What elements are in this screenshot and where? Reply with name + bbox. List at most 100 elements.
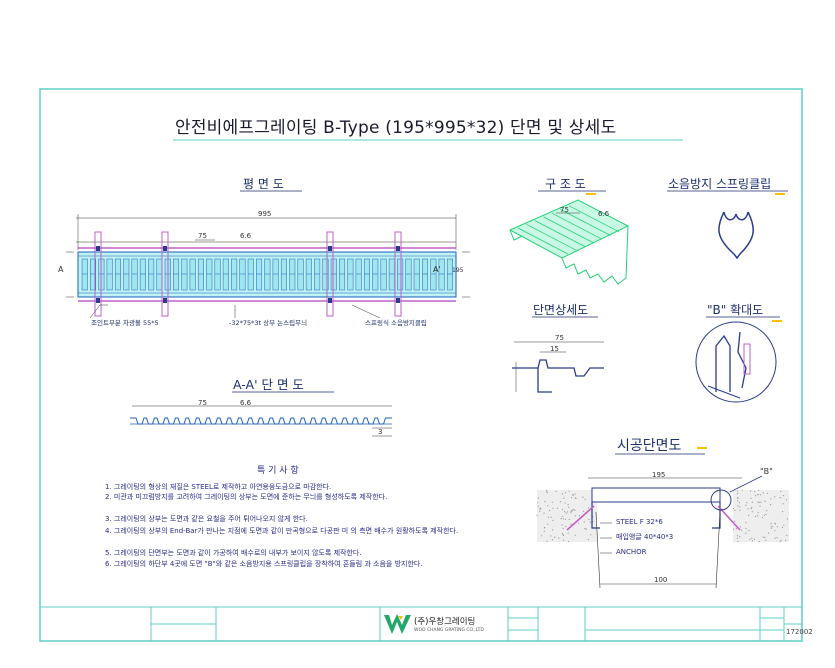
stipple-dot <box>766 492 769 494</box>
stipple-dot <box>570 496 573 499</box>
stipple-dot <box>554 536 556 538</box>
stipple-dot <box>745 522 747 524</box>
structure-bar <box>543 216 594 244</box>
section-underlines <box>232 190 788 455</box>
stipple-dot <box>756 515 759 517</box>
stipple-dot <box>565 492 567 494</box>
stipple-dot <box>739 526 742 528</box>
grating-slot <box>272 258 279 291</box>
stipple-dot <box>774 522 776 524</box>
stipple-dot <box>584 498 586 500</box>
section-structure-heading: 구 조 도 <box>545 177 586 191</box>
section-detail-view <box>512 341 604 393</box>
stipple-dot <box>754 515 757 518</box>
grating-slot <box>222 258 229 291</box>
stipple-dot <box>550 535 552 537</box>
stipple-dot <box>774 496 776 498</box>
stipple-dot <box>765 513 767 516</box>
stipple-dot <box>552 529 554 531</box>
stipple-dot <box>561 524 563 526</box>
note-item-1: 1. 그레이팅의 형상의 재질은 STEEL로 제작하고 아연용융도금으로 마감… <box>105 483 332 491</box>
stipple-dot <box>758 501 761 503</box>
stipple-dot <box>571 510 573 512</box>
stipple-dot <box>574 515 577 517</box>
grating-slot <box>131 258 138 291</box>
stipple-dot <box>561 533 564 535</box>
ground-stipple <box>536 489 789 543</box>
grating-slot <box>231 258 238 291</box>
stipple-dot <box>781 526 784 529</box>
stipple-dot <box>737 497 739 500</box>
stipple-dot <box>732 528 735 530</box>
plan-view <box>66 214 470 319</box>
stipple-dot <box>782 511 784 513</box>
grating-slot <box>181 258 188 291</box>
grating-slot <box>388 258 395 291</box>
grating-slot <box>355 258 362 291</box>
stipple-dot <box>583 521 585 523</box>
stipple-dot <box>732 508 735 510</box>
stipple-dot <box>757 493 759 496</box>
stipple-dot <box>562 515 564 517</box>
structure-bars <box>517 205 620 255</box>
grating-slot <box>264 258 271 291</box>
stipple-dot <box>741 489 743 491</box>
stipple-dot <box>764 536 766 539</box>
note-item-5: 5. 그레이팅의 단면부는 도면과 같이 가공하여 배수로의 내부가 보이지 않… <box>105 549 362 557</box>
stipple-dot <box>736 537 739 539</box>
stipple-dot <box>570 512 572 514</box>
stipple-dot <box>574 534 576 536</box>
stipple-dot <box>738 502 741 504</box>
stipple-dot <box>739 509 741 511</box>
section-install-heading: 시공단면도 <box>617 438 682 454</box>
clip-head <box>328 246 332 251</box>
stipple-dot <box>776 537 778 539</box>
stipple-dot <box>748 530 750 532</box>
stipple-dot <box>751 540 754 542</box>
stipple-dot <box>546 540 548 542</box>
stipple-dot <box>556 507 559 509</box>
stipple-dot <box>584 528 586 530</box>
struct-dim-pitch: 75 <box>560 206 569 214</box>
stipple-dot <box>757 501 759 503</box>
stipple-dot <box>587 507 590 509</box>
grating-slot <box>114 258 121 291</box>
grating-slot <box>197 258 204 291</box>
drawing-number: 172002 <box>786 628 813 636</box>
dim-pitch: 75 <box>198 232 207 240</box>
section-clip-heading: 소음방지 스프링클립 <box>668 177 772 191</box>
stipple-dot <box>540 535 543 537</box>
stipple-dot <box>570 523 572 526</box>
grating-slot <box>380 258 387 291</box>
stipple-dot <box>543 512 545 514</box>
stipple-dot <box>561 509 564 511</box>
stipple-dot <box>559 501 562 503</box>
stipple-dot <box>745 527 747 530</box>
stipple-dot <box>561 493 564 495</box>
grating-slot <box>305 258 312 291</box>
stipple-dot <box>770 523 772 525</box>
dim-gap: 6.6 <box>240 232 252 240</box>
structure-view <box>508 199 630 285</box>
stipple-dot <box>779 541 781 543</box>
stipple-dot <box>734 520 736 522</box>
stipple-dot <box>585 528 587 530</box>
stipple-dot <box>763 514 766 516</box>
title-block <box>40 606 802 641</box>
stipple-dot <box>539 510 541 512</box>
dim-length: 995 <box>258 210 272 218</box>
stipple-dot <box>762 536 764 538</box>
stipple-dot <box>582 496 584 498</box>
stipple-dot <box>562 534 564 536</box>
stipple-dot <box>573 508 575 510</box>
stipple-dot <box>546 491 548 493</box>
grating-slots <box>81 258 453 291</box>
stipple-dot <box>583 510 585 512</box>
stipple-dot <box>739 506 741 508</box>
stipple-dot <box>750 508 752 510</box>
grating-slot <box>413 258 420 291</box>
stipple-dot <box>552 519 554 522</box>
section-enlarged-heading: "B" 확대도 <box>707 303 764 317</box>
structure-bar <box>560 209 611 236</box>
